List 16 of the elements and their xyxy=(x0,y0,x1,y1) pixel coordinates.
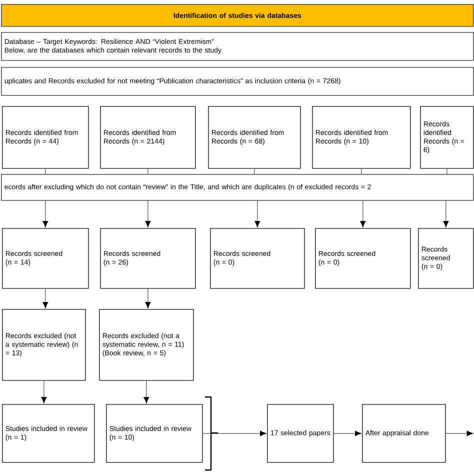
arrow xyxy=(446,430,474,436)
connector-line xyxy=(45,168,46,174)
arrow xyxy=(360,200,366,228)
arrow xyxy=(443,200,449,228)
arrow xyxy=(145,288,151,308)
connector-line xyxy=(446,168,448,174)
arrow xyxy=(42,288,48,308)
arrow xyxy=(202,430,266,436)
arrow xyxy=(145,200,151,228)
arrow xyxy=(42,200,48,228)
arrow xyxy=(334,430,362,436)
connector-line xyxy=(361,168,362,174)
arrow xyxy=(144,380,150,404)
connector-line xyxy=(254,168,255,174)
arrow xyxy=(254,200,260,228)
arrow xyxy=(41,380,47,404)
